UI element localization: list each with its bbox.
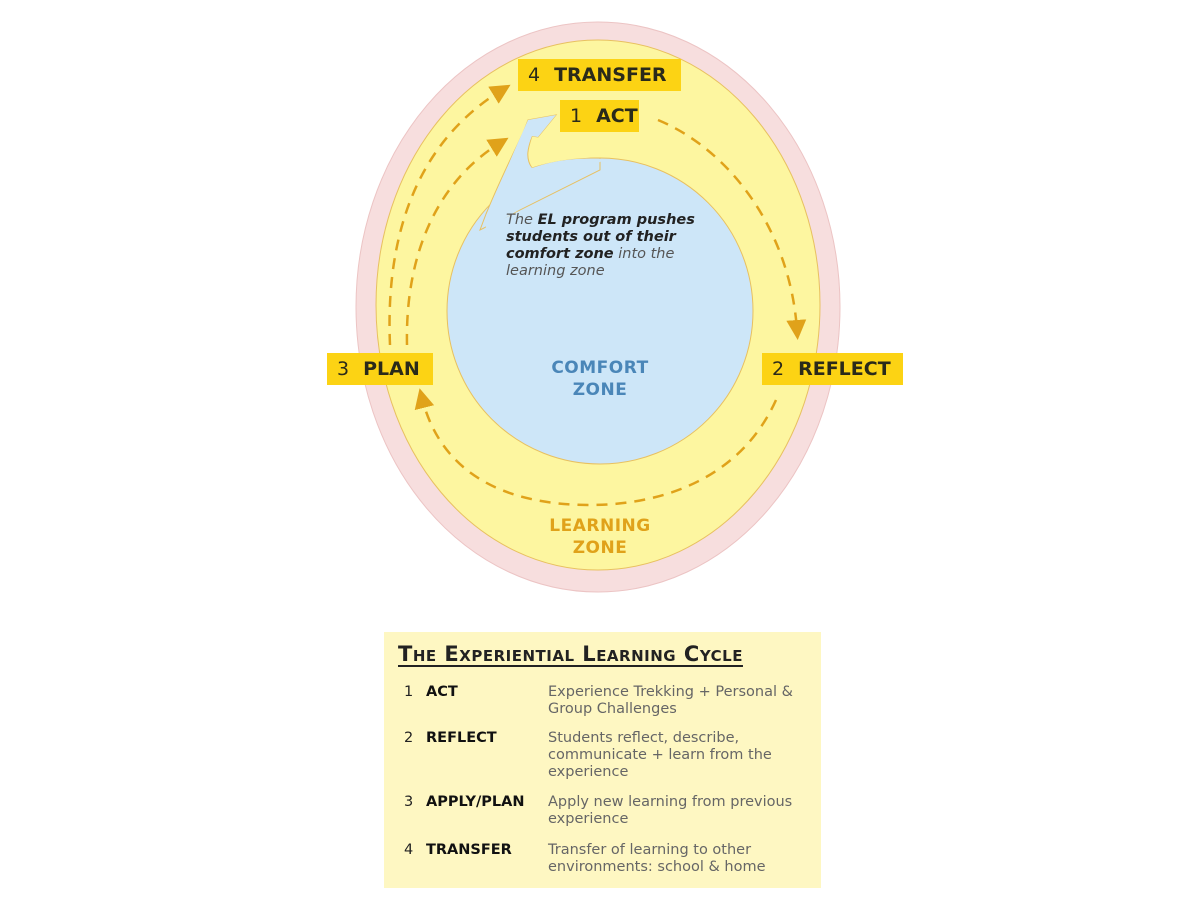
stage-reflect-tag: 2 REFLECT <box>762 353 903 385</box>
row-description: Students reflect, describe, communicate … <box>548 730 772 780</box>
legend-title: The Experiential Learning Cycle <box>398 642 743 666</box>
note-text: The <box>506 212 538 228</box>
zone-line: COMFORT <box>551 358 649 378</box>
stage-label: PLAN <box>363 358 420 380</box>
row-key: REFLECT <box>426 730 497 746</box>
stage-number: 1 <box>570 105 583 127</box>
stage-transfer-tag: 4 TRANSFER <box>518 59 681 91</box>
zone-line: ZONE <box>572 380 628 400</box>
legend-box: The Experiential Learning Cycle 1 ACT Expe… <box>384 632 821 888</box>
stage-label: ACT <box>596 105 638 127</box>
stage-number: 4 <box>528 64 541 86</box>
arrow-act-to-reflect <box>657 118 807 340</box>
stage-label: TRANSFER <box>554 64 667 86</box>
stage-act-tag: 1 ACT <box>560 100 639 132</box>
stage-number: 3 <box>337 358 350 380</box>
arrow-plan-to-transfer-outer <box>388 84 511 346</box>
row-key: TRANSFER <box>426 842 512 858</box>
row-description: Experience Trekking + Personal & Group C… <box>548 684 793 717</box>
zone-line: ZONE <box>572 538 628 558</box>
note-text: into the learning zone <box>506 246 675 279</box>
zone-line: LEARNING <box>549 516 651 536</box>
stage-plan-tag: 3 PLAN <box>327 353 433 385</box>
note-bold-text: EL program pushes students out of their … <box>506 212 695 262</box>
row-description: Apply new learning from previous experie… <box>548 794 793 827</box>
row-number: 1 <box>404 684 414 700</box>
program-note: The EL program pushes students out of th… <box>506 212 716 280</box>
row-description: Transfer of learning to other environmen… <box>548 842 766 875</box>
stage-number: 2 <box>772 358 785 380</box>
stage-label: REFLECT <box>798 358 891 380</box>
row-number: 2 <box>404 730 414 746</box>
row-key: ACT <box>426 684 458 700</box>
row-number: 3 <box>404 794 414 810</box>
row-key: APPLY/PLAN <box>426 794 525 810</box>
row-number: 4 <box>404 842 414 858</box>
